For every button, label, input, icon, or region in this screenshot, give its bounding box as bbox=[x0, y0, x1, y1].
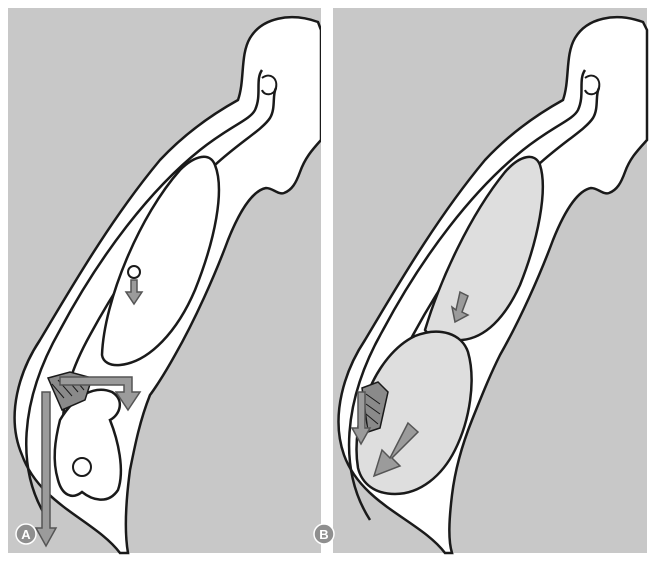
panel-divider bbox=[321, 8, 333, 553]
panel-a: A bbox=[8, 8, 321, 553]
panel-a-diaphragm-dot bbox=[128, 266, 140, 278]
panel-a-hip-joint bbox=[73, 458, 91, 476]
panel-b-label: B bbox=[319, 527, 328, 542]
panel-b: B bbox=[314, 8, 647, 553]
panel-a-label: A bbox=[21, 527, 31, 542]
